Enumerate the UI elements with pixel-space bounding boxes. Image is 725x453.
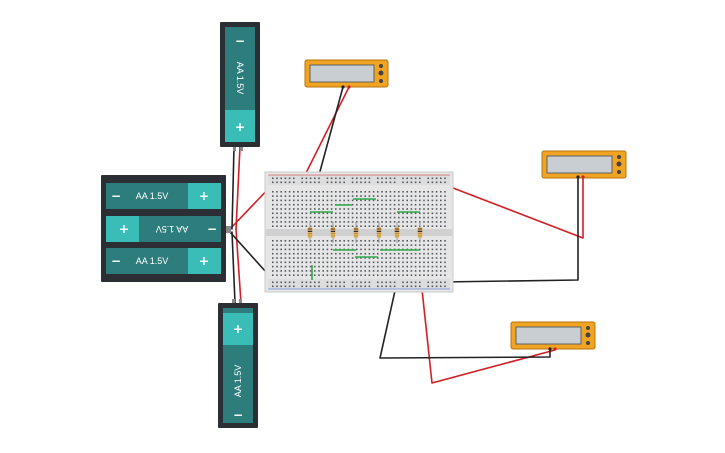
jumpers [310,198,420,280]
battery-pack[interactable]: − AA 1.5V + + AA 1.5V − − AA 1.5V + [101,175,231,282]
resistors [307,222,423,243]
black-wire-board-to-right-meter[interactable] [439,176,579,283]
multimeter-right[interactable] [541,150,627,179]
resistor-icon[interactable] [353,222,359,243]
black-wire-top-battery[interactable] [231,146,235,230]
wires [229,86,584,384]
battery-pack-cell-3-plus: + [199,254,209,268]
red-wire-board-to-bottom-meter[interactable] [420,279,556,384]
battery-bottom[interactable]: + − AA 1.5V [218,299,258,428]
battery-pack-cell-1-plus: + [199,189,209,203]
battery-pack-cell-2-minus: − [207,222,217,236]
battery-pack-cell-2: + AA 1.5V − [106,216,221,242]
battery-bottom-plus: + [233,322,243,336]
resistor-icon[interactable] [417,222,423,243]
red-wire-top-battery[interactable] [235,146,241,230]
battery-pack-cell-2-plus: + [119,222,129,236]
battery-bottom-minus: − [233,408,243,422]
battery-top-plus: + [235,120,245,134]
resistor-icon[interactable] [376,222,382,243]
multimeter-bottom[interactable] [510,321,596,351]
black-wire-bottom-battery[interactable] [231,231,236,304]
resistor-icon[interactable] [330,222,336,243]
battery-pack-cell-1: − AA 1.5V + [106,183,221,209]
multimeter-top[interactable] [304,59,389,89]
battery-top[interactable]: − + AA 1.5V [220,22,260,151]
resistor-icon[interactable] [307,222,313,243]
breadboard-holes [272,177,446,288]
battery-top-label: AA 1.5V [235,62,245,95]
battery-pack-cell-1-label: AA 1.5V [136,191,169,201]
red-wire-board-to-right-meter[interactable] [439,176,584,239]
red-wire-top-meter[interactable] [299,86,350,186]
red-wire-bottom-battery[interactable] [235,228,242,304]
battery-pack-cell-3-label: AA 1.5V [136,256,169,266]
breadboard[interactable] [264,171,454,293]
battery-pack-cell-1-minus: − [111,189,121,203]
battery-pack-cell-2-label: AA 1.5V [156,224,189,234]
battery-pack-cell-3-minus: − [111,254,121,268]
battery-top-minus: − [235,34,245,48]
battery-bottom-label: AA 1.5V [233,365,243,398]
resistor-icon[interactable] [394,222,400,243]
battery-pack-cell-3: − AA 1.5V + [106,248,221,274]
